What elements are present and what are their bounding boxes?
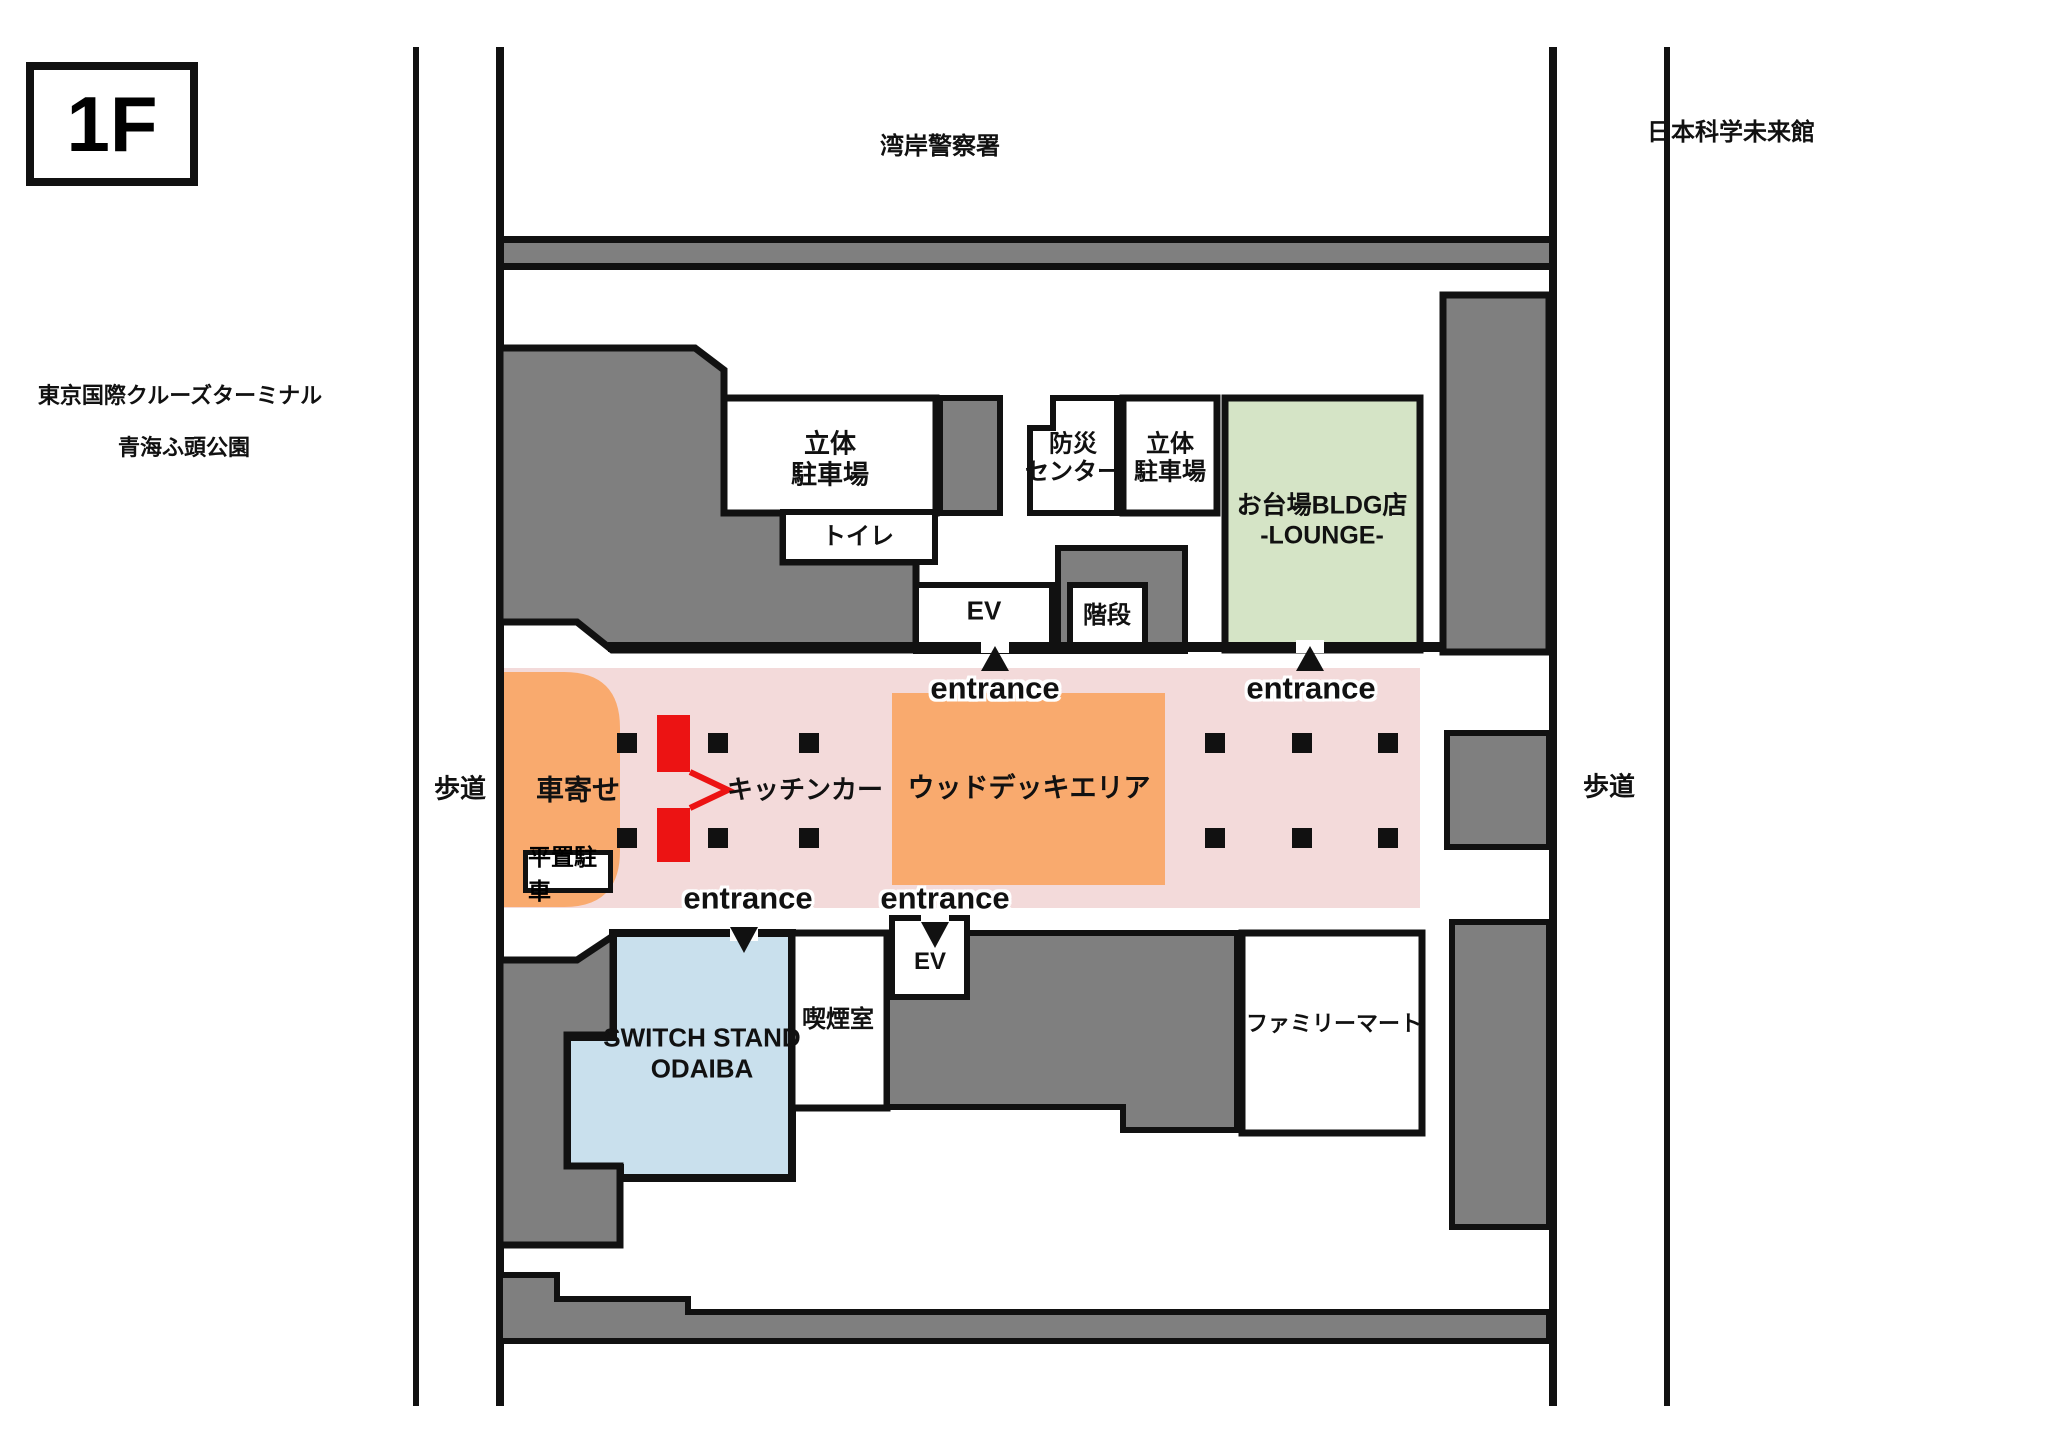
label-entrance-upper-left: entrance — [930, 670, 1060, 706]
flat-parking-badge: 平置駐車 — [523, 844, 613, 904]
kitchen-car-marker-upper — [657, 715, 690, 772]
label-cruise-terminal: 東京国際クルーズターミナル — [37, 383, 323, 409]
lower-left-building — [496, 929, 624, 1249]
label-parking-tower-1: 立体 駐車場 — [790, 428, 870, 489]
top-road-band — [504, 243, 1549, 263]
label-flat-parking: 平置駐車 — [528, 843, 597, 904]
familymart-room — [1238, 929, 1426, 1137]
strip-top-border — [608, 642, 1549, 652]
label-smoking-room: 喫煙室 — [802, 1005, 874, 1033]
site-wall-left — [496, 47, 504, 1406]
site-wall-right — [1549, 47, 1557, 1406]
label-wood-deck: ウッドデッキエリア — [907, 773, 1151, 804]
parking-tower-1-room — [720, 394, 940, 517]
lounge-room — [1221, 394, 1424, 654]
bollard-dot — [1205, 733, 1225, 753]
bollard-dot — [617, 733, 637, 753]
label-sidewalk-right: 歩道 — [1582, 771, 1636, 802]
wood-deck-area — [892, 693, 1165, 885]
entrance-arrow-up-icon — [1296, 646, 1324, 671]
label-entrance-lower-right: entrance — [880, 880, 1010, 916]
bollard-dot — [708, 828, 728, 848]
floor-badge: 1F — [26, 62, 198, 186]
entrance-arrow-down-icon — [730, 927, 758, 953]
label-switch-stand: SWITCH STAND ODAIBA — [603, 1022, 801, 1083]
label-disaster-center: 防災 センター — [1025, 430, 1121, 486]
bollard-dot — [1292, 733, 1312, 753]
bollard-dot — [799, 733, 819, 753]
bollard-dot — [799, 828, 819, 848]
label-car-porch: 車寄せ — [535, 774, 621, 806]
lower-central-building — [884, 930, 1240, 1133]
label-lounge: お台場BLDG店 -LOUNGE- — [1236, 491, 1408, 550]
right-building-upper — [1439, 291, 1553, 656]
parking-tower-2-room — [1119, 394, 1221, 517]
right-building-lower — [1449, 919, 1552, 1230]
label-toilet: トイレ — [822, 522, 894, 550]
car-porch-area — [504, 672, 620, 907]
label-entrance-upper-right: entrance — [1246, 670, 1376, 706]
road-line-left-outer — [413, 47, 419, 1406]
floor-label: 1F — [66, 79, 158, 168]
label-elevator-upper: EV — [966, 595, 1002, 626]
bollard-dot — [1205, 828, 1225, 848]
bollard-dot — [1378, 828, 1398, 848]
label-familymart: ファミリーマート — [1245, 1011, 1423, 1037]
bollard-dot — [1378, 733, 1398, 753]
label-kitchen-car: キッチンカー — [726, 774, 884, 805]
label-aomi-park: 青海ふ頭公園 — [117, 435, 251, 461]
label-sidewalk-left: 歩道 — [433, 773, 487, 804]
label-elevator-lower: EV — [913, 947, 947, 975]
right-building-middle — [1444, 730, 1552, 850]
road-line-right-outer — [1664, 47, 1670, 1406]
bollard-dot — [1292, 828, 1312, 848]
label-police-station: 湾岸警察署 — [880, 132, 1000, 160]
kitchen-car-marker-lower — [657, 808, 690, 862]
disaster-center-room — [1027, 395, 1120, 516]
bollard-dot — [617, 828, 637, 848]
bollard-dot — [708, 733, 728, 753]
label-entrance-lower-left: entrance — [683, 880, 813, 916]
gray-sliver — [937, 395, 1003, 516]
kitchen-car-chevron — [688, 769, 736, 811]
entrance-arrow-up-icon — [981, 646, 1009, 671]
label-parking-tower-2: 立体 駐車場 — [1134, 430, 1206, 486]
label-stairs: 階段 — [1083, 601, 1131, 629]
toilet-room — [780, 509, 938, 565]
stairs-room — [1067, 582, 1148, 651]
entrance-arrow-down-icon — [921, 922, 949, 948]
label-miraikan: 日本科学未来館 — [1647, 118, 1815, 146]
bottom-building-band — [497, 1272, 1552, 1344]
